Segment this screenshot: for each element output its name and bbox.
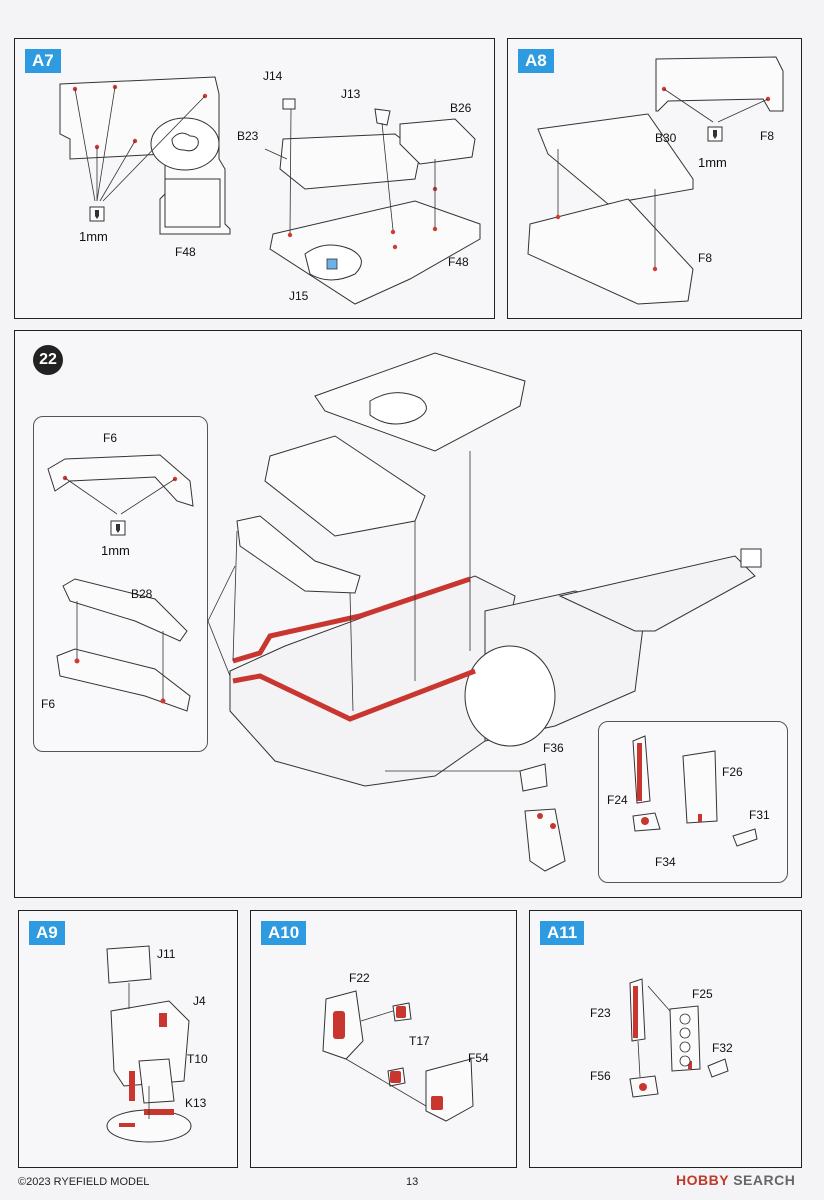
part-label-f24: F24 <box>607 793 628 807</box>
part-label-f8: F8 <box>760 129 775 143</box>
part-label-j4: J4 <box>193 994 206 1008</box>
part-label-f25: F25 <box>692 987 713 1001</box>
part-label-f54: F54 <box>468 1051 489 1065</box>
part-label-f32: F32 <box>712 1041 733 1055</box>
step-number: 22 <box>33 345 63 375</box>
panel-step-22: 22 <box>14 330 802 898</box>
part-label-f6: F6 <box>41 697 56 711</box>
panel-a7: A7 <box>14 38 495 319</box>
part-label-t17: T17 <box>409 1034 430 1048</box>
panel-tag: A10 <box>261 921 307 945</box>
part-label-b28: B28 <box>131 587 153 601</box>
part-label-f48: F48 <box>175 245 196 259</box>
panel-a9: A9 J11 J4 T10 K13 <box>18 910 238 1168</box>
part-label-f48: F48 <box>448 255 469 269</box>
part-label-f31: F31 <box>749 808 770 822</box>
panel-a10: A10 F22 T17 F54 <box>250 910 517 1168</box>
panel-tag: A7 <box>25 49 61 73</box>
a7-illustration <box>59 76 481 305</box>
part-label-f8: F8 <box>698 251 713 265</box>
part-label-b30: B30 <box>655 131 677 145</box>
drill-size-label: 1mm <box>79 229 108 244</box>
part-label-f34: F34 <box>655 855 676 869</box>
part-label-b26: B26 <box>450 101 472 115</box>
part-label-t10: T10 <box>187 1052 208 1066</box>
part-label-f26: F26 <box>722 765 743 779</box>
panel-a8: A8 F8 B30 1mm F8 <box>507 38 802 319</box>
part-label-k13: K13 <box>185 1096 207 1110</box>
panel-tag: A8 <box>518 49 554 73</box>
part-label-j15: J15 <box>289 289 309 303</box>
watermark-part-b: SEARCH <box>733 1172 796 1188</box>
part-label-f22: F22 <box>349 971 370 985</box>
part-label-f23: F23 <box>590 1006 611 1020</box>
part-label-j13: J13 <box>341 87 361 101</box>
panel-a11: A11 F25 F23 F32 F56 <box>529 910 802 1168</box>
part-label-j11: J11 <box>157 947 176 961</box>
a9-illustration <box>106 945 192 1143</box>
copyright-text: ©2023 RYEFIELD MODEL <box>18 1176 150 1188</box>
drill-size-label: 1mm <box>101 543 130 558</box>
part-label-f6: F6 <box>103 431 118 445</box>
drill-size-label: 1mm <box>698 155 727 170</box>
a8-illustration <box>527 56 784 305</box>
part-label-f56: F56 <box>590 1069 611 1083</box>
part-label-j14: J14 <box>263 69 283 83</box>
page-number: 13 <box>406 1176 419 1188</box>
panel-tag: A9 <box>29 921 65 945</box>
part-label-f36: F36 <box>543 741 564 755</box>
step22-illustration <box>47 352 762 872</box>
a10-illustration <box>322 990 474 1122</box>
part-label-b23: B23 <box>237 129 259 143</box>
watermark-logo: HOBBY SEARCH <box>676 1172 795 1188</box>
panel-tag: A11 <box>540 921 585 945</box>
watermark-part-a: HOBBY <box>676 1172 729 1188</box>
a11-illustration <box>629 978 729 1098</box>
